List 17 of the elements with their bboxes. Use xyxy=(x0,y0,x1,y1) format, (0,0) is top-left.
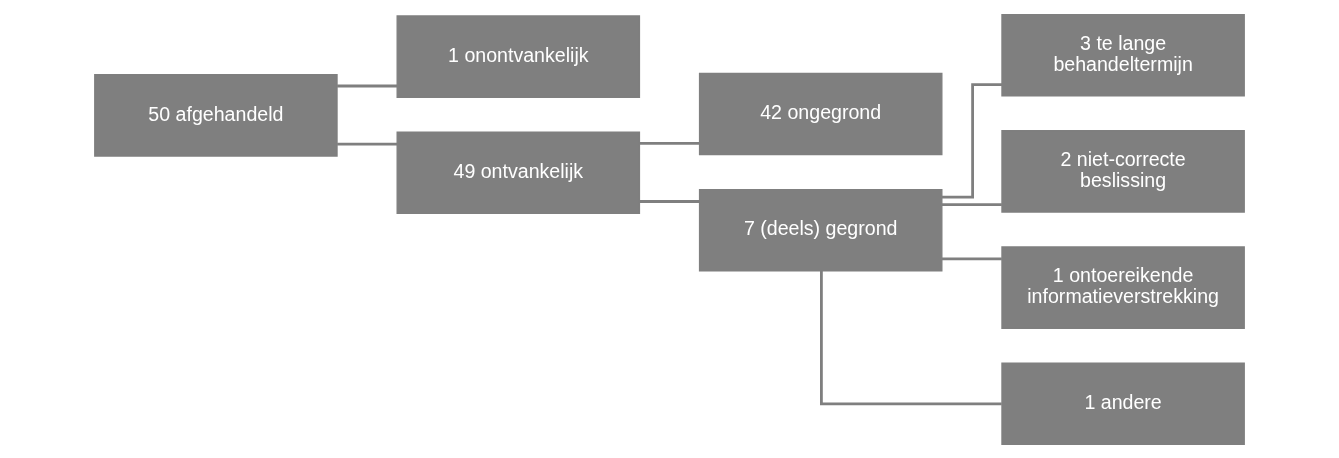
connector xyxy=(941,257,1002,260)
node-box: 2 niet-correcte beslissing xyxy=(1001,129,1245,213)
node-box: 42 ongegrond xyxy=(698,72,943,155)
connector xyxy=(337,142,397,145)
node-box: 1 ontoereikende informatieverstrekking xyxy=(1001,245,1245,329)
connector xyxy=(941,202,1002,206)
node-box: 1 andere xyxy=(1001,362,1245,445)
node-box: 50 afgehandeld xyxy=(94,73,338,157)
connector xyxy=(639,141,700,145)
node-box: 1 onontvankelijk xyxy=(396,14,641,98)
connector xyxy=(337,84,397,87)
connector xyxy=(639,199,700,203)
connector xyxy=(941,82,1002,198)
node-box: 7 (deels) gegrond xyxy=(698,188,943,271)
node-box: 3 te lange behandeltermijn xyxy=(1001,13,1245,96)
connector xyxy=(820,270,1002,405)
node-box: 49 ontvankelijk xyxy=(396,131,641,214)
